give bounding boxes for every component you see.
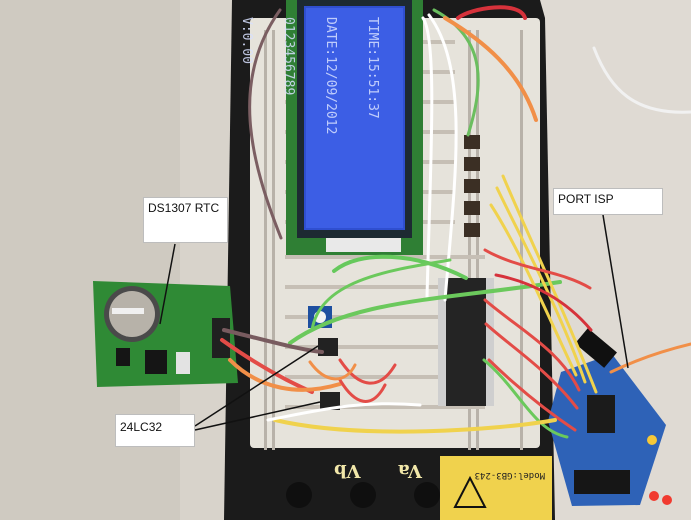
eeprom-24lc32-label: 24LC32 (115, 414, 195, 447)
va-silk-label: Va (398, 460, 422, 481)
board-model-label: Model:GB3-243 (474, 470, 545, 480)
lcd-line-4: V:0.00 (239, 17, 254, 64)
vb-silk-label: Vb (334, 460, 361, 481)
port-isp-label: PORT ISP (553, 188, 663, 215)
lcd-line-2: DATE:12/09/2012 (323, 17, 338, 135)
lcd-line-1: TIME:15:51:37 (365, 17, 380, 119)
ds1307-rtc-label: DS1307 RTC (143, 197, 228, 243)
lcd-line-3: 0123456789 (281, 17, 296, 96)
lcd-display-text: TIME:15:51:37 DATE:12/09/2012 0123456789… (239, 17, 407, 217)
